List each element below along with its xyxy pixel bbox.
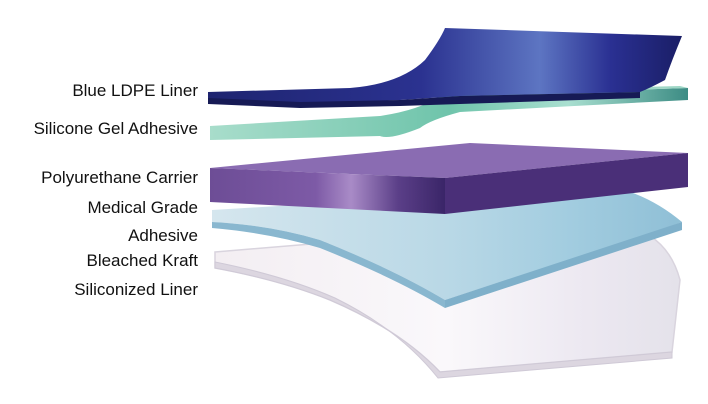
- label-silicone-gel-adhesive: Silicone Gel Adhesive: [33, 119, 198, 138]
- label-adhesive: Adhesive: [128, 226, 198, 245]
- label-medical-grade: Medical Grade: [87, 198, 198, 217]
- label-polyurethane-carrier: Polyurethane Carrier: [41, 168, 198, 187]
- layer-polyurethane-carrier: [210, 143, 688, 214]
- label-blue-ldpe-liner: Blue LDPE Liner: [72, 81, 198, 100]
- layer-blue-ldpe: [208, 28, 682, 108]
- layer-medical-adhesive: [212, 186, 682, 308]
- label-siliconized-liner: Siliconized Liner: [74, 280, 198, 299]
- label-bleached-kraft: Bleached Kraft: [86, 251, 198, 270]
